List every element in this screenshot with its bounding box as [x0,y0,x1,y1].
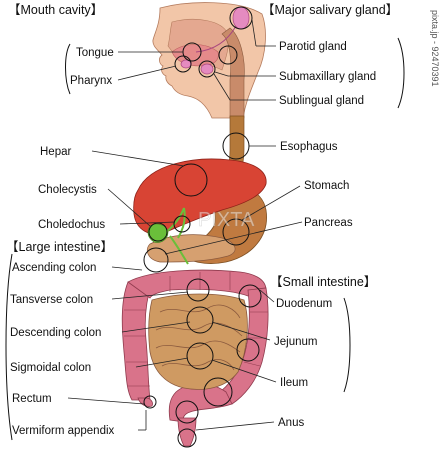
ring-pancreas [143,247,169,273]
label-descending-colon: Descending colon [10,327,101,339]
liver-shape [133,158,267,235]
ring-submaxillary [198,60,216,78]
ring-anus [177,428,197,448]
label-submaxillary-gland: Submaxillary gland [279,71,376,83]
label-rectum: Rectum [12,393,52,405]
pancreas-shape [146,234,236,263]
label-ascending-colon: Ascending colon [12,262,96,274]
label-tansverse-colon: Tansverse colon [10,294,93,306]
bracket-salivary [397,37,405,109]
head-illustration [152,2,266,119]
leader-lines [67,19,303,431]
label-sigmoidal-colon: Sigmoidal colon [10,362,91,374]
label-sublingual-gland: Sublingual gland [279,95,364,107]
bile-duct-shape [165,207,189,265]
bracket-large-intestine [5,253,13,441]
header-large-intestine: 【Large intestine】 [6,240,113,254]
label-pharynx: Pharynx [70,75,112,87]
label-hepar: Hepar [40,146,71,158]
label-cholecystis: Cholecystis [38,184,97,196]
small-intestine-mass [148,293,248,390]
label-duodenum: Duodenum [276,298,332,310]
gallbladder-shape [147,223,169,243]
ring-transverse [186,278,210,302]
small-intestine-folds [155,304,243,371]
parotid-gland-shape [232,6,250,30]
ring-hepar [174,163,208,197]
ring-rectum [143,395,157,409]
sublingual-gland-shape [180,59,192,69]
header-mouth-cavity: 【Mouth cavity】 [8,3,103,17]
label-esophagus: Esophagus [280,141,338,153]
label-tongue: Tongue [76,47,114,59]
header-small-intestine: 【Small intestine】 [270,275,376,289]
label-anus: Anus [278,417,304,429]
watermark-center: PIXTA [198,209,255,231]
bracket-mouth [65,43,71,95]
watermark-id: pixta.jp - 92470391 [430,10,440,87]
ring-pharynx [174,55,192,73]
label-ileum: Ileum [280,377,308,389]
ring-parotid [229,6,253,30]
appendix-shape [137,397,153,407]
ring-salivary-duct [218,45,238,65]
label-parotid-gland: Parotid gland [279,41,347,53]
label-choledochus: Choledochus [38,219,105,231]
ring-descending [236,338,260,362]
label-pancreas: Pancreas [304,217,353,229]
label-vermiform-appendix: Vermiform appendix [12,425,115,437]
header-major-salivary-gland: 【Major salivary gland】 [262,3,398,17]
ring-ileum [186,342,214,370]
bracket-small-intestine [343,297,351,393]
ring-stomach [222,218,250,246]
submaxillary-gland-shape [200,63,214,75]
ring-appendix [175,400,199,424]
ascending-colon-shape [121,281,153,401]
label-stomach: Stomach [304,180,349,192]
small-intestine [148,293,248,390]
ring-choledochus [173,215,191,233]
label-jejunum: Jejunum [274,336,317,348]
ring-sigmoid [203,377,233,407]
ring-duodenum [238,284,262,308]
ring-jejunum [186,306,214,334]
